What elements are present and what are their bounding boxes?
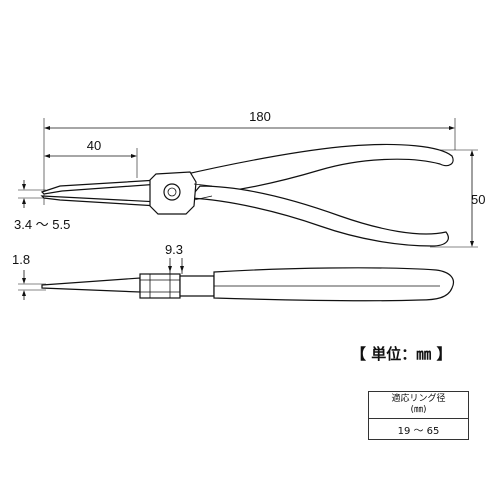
dimension-tip-length: 40 xyxy=(44,138,138,178)
header-line1: 適応リング径 xyxy=(391,394,446,404)
table-row: 19 ～ 65 xyxy=(368,418,469,440)
table-value-cell: 19 ～ 65 xyxy=(368,418,469,440)
dimension-joint-thickness: 9.3 xyxy=(165,242,184,274)
label-tip-range: 3.4 ～ 5.5 xyxy=(14,217,70,232)
dimension-total-length: 180 xyxy=(43,109,456,205)
label-joint-thickness: 9.3 xyxy=(165,242,183,257)
pliers-top-view xyxy=(40,143,454,247)
label-tip-length: 40 xyxy=(87,138,101,153)
pliers-side-view xyxy=(41,267,455,302)
dimension-tip-range: 3.4 ～ 5.5 xyxy=(14,180,70,232)
label-height: 50 xyxy=(471,192,485,207)
label-tip-thickness: 1.8 xyxy=(12,252,30,267)
label-total-length: 180 xyxy=(249,109,271,124)
dimension-tip-thickness: 1.8 xyxy=(12,252,46,300)
header-line2: (㎜) xyxy=(410,405,427,415)
table-row: 適応リング径 (㎜) xyxy=(368,391,469,419)
unit-label: 【 単位：㎜ 】 xyxy=(351,345,452,363)
spec-table: 適応リング径 (㎜) 19 ～ 65 xyxy=(368,391,469,440)
table-header-cell: 適応リング径 (㎜) xyxy=(368,391,469,419)
dimension-height: 50 xyxy=(430,149,485,248)
